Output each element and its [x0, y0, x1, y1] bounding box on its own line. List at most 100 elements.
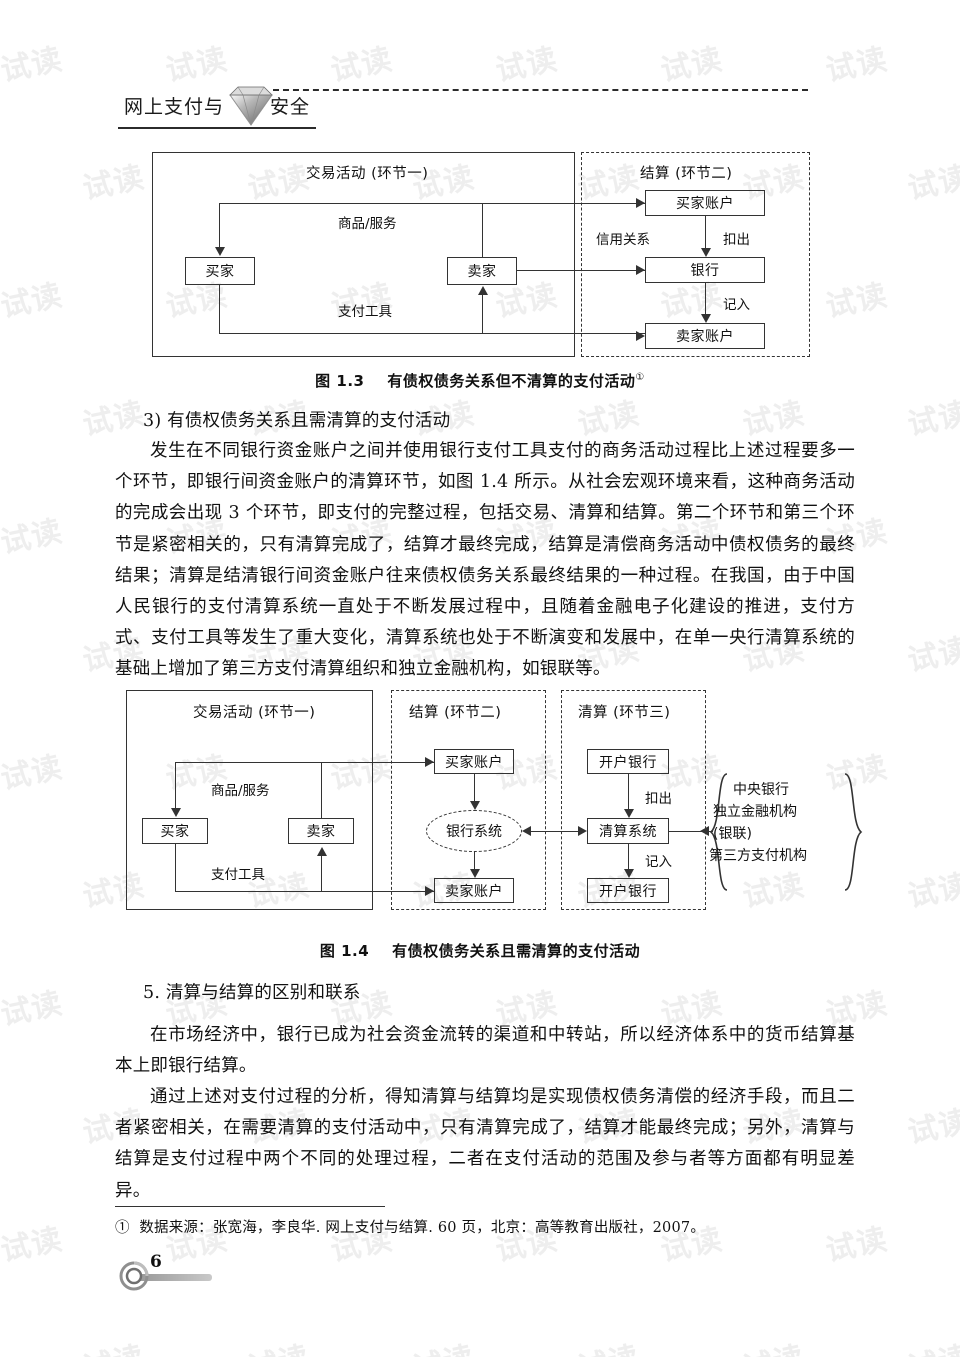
running-head-dashed-rule	[273, 89, 808, 91]
fig14-label-debit: 扣出	[645, 791, 672, 807]
fig14-node-bank-system: 银行系统	[426, 810, 522, 852]
fig14-arrow-goods-to-buyer	[171, 808, 181, 817]
fig13-caption-number: 图 1.3	[315, 372, 365, 390]
fig14-edge-pay-rail	[175, 891, 434, 892]
fig14-brace-line-4: 第三方支付机构	[709, 848, 807, 864]
fig13-settlement-label: 结算 (环节二)	[640, 166, 733, 182]
running-head-title-right: 安全	[270, 96, 311, 118]
fig14-edge-buyeracct-to-banksys	[474, 774, 475, 801]
running-head-title-left: 网上支付与	[124, 96, 225, 118]
footnote-separator	[115, 1206, 385, 1207]
diamond-icon	[226, 83, 276, 127]
footnote: ① 数据来源：张宽海，李良华. 网上支付与结算. 60 页，北京：高等教育出版社…	[115, 1216, 875, 1240]
fig13-label-credit: 信用关系	[596, 232, 650, 248]
fig14-edge-pay-buyer-down	[175, 844, 176, 891]
figure-1-3: 交易活动 (环节一) 结算 (环节二) 买家 卖家 买家账户 银行 卖家账户 商…	[0, 0, 960, 400]
footnote-marker: ①	[115, 1220, 130, 1236]
fig13-edge-pay-buyer-down	[219, 285, 220, 333]
fig14-brace-line-2: 独立金融机构	[713, 804, 797, 820]
fig13-edge-debit	[705, 216, 706, 248]
fig14-label-payment-tool: 支付工具	[211, 867, 265, 883]
fig14-arrow-to-buyer-account	[425, 757, 434, 767]
fig14-transaction-panel	[126, 690, 373, 910]
fig14-transaction-label: 交易活动 (环节一)	[193, 705, 316, 721]
subheading-3: 3) 有债权债务关系且需清算的支付活动	[143, 411, 451, 431]
fig13-edge-goods-rail	[219, 203, 645, 204]
fig14-caption: 图 1.4 有债权债务关系且需清算的支付活动	[0, 940, 960, 961]
fig14-settlement-label: 结算 (环节二)	[409, 705, 502, 721]
subheading-5: 5. 清算与结算的区别和联系	[143, 983, 361, 1003]
fig14-label-goods: 商品/服务	[211, 783, 270, 799]
fig13-label-credit-in: 记入	[723, 297, 750, 313]
fig14-caption-number: 图 1.4	[319, 942, 370, 960]
fig14-arrow-to-clearing	[578, 826, 587, 836]
fig13-arrow-pay-to-seller	[478, 286, 488, 295]
fig14-label-credit-in: 记入	[645, 854, 672, 870]
fig13-settlement-panel	[581, 152, 810, 357]
fig14-edge-clearing-to-brace	[669, 831, 713, 832]
fig13-label-payment-tool: 支付工具	[338, 304, 392, 320]
fig13-arrow-debit	[701, 248, 711, 257]
fig14-edge-banksys-to-selleracct	[474, 852, 475, 869]
paragraph-2: 在市场经济中，银行已成为社会资金流转的渠道和中转站，所以经济体系中的货币结算基本…	[115, 1025, 855, 1077]
fig14-brace-line-1: 中央银行	[733, 782, 789, 798]
fig13-caption-footnote-mark: ①	[635, 372, 645, 383]
fig13-edge-seller-to-bank	[517, 270, 645, 271]
fig14-edge-goods-rail	[175, 762, 434, 763]
fig13-caption-text: 有债权债务关系但不清算的支付活动	[387, 372, 636, 390]
fig13-caption: 图 1.3 有债权债务关系但不清算的支付活动①	[0, 370, 960, 391]
fig14-edge-debit	[628, 774, 629, 809]
fig14-edge-credit-in	[628, 844, 629, 869]
fig14-node-seller: 卖家	[288, 818, 354, 844]
fig14-clearing-label: 清算 (环节三)	[578, 705, 671, 721]
fig14-brace-left	[707, 772, 729, 896]
fig14-settlement-panel	[391, 690, 546, 910]
fig13-transaction-panel	[152, 152, 575, 357]
fig14-node-seller-account: 卖家账户	[434, 878, 514, 903]
fig14-node-opening-bank-top: 开户银行	[587, 749, 669, 774]
fig13-arrow-to-buyer-account	[636, 198, 645, 208]
fig14-arrow-to-seller-account	[425, 886, 434, 896]
fig13-node-seller-account: 卖家账户	[645, 323, 765, 349]
fig13-arrow-credit-in	[701, 314, 711, 323]
fig14-arrow-pay-to-seller	[317, 847, 327, 856]
folio: 6	[110, 1252, 250, 1292]
fig14-edge-goods-down	[175, 762, 176, 808]
fig14-arrow-buyeracct-to-banksys	[470, 801, 480, 810]
fig14-node-buyer-account: 买家账户	[434, 749, 514, 774]
fig13-label-goods: 商品/服务	[338, 216, 397, 232]
fig14-clearing-panel	[561, 690, 706, 910]
fig14-brace-line-3: (银联)	[713, 826, 752, 842]
fig13-node-bank: 银行	[645, 257, 765, 283]
fig13-label-debit: 扣出	[723, 232, 750, 248]
footnote-text: 数据来源：张宽海，李良华. 网上支付与结算. 60 页，北京：高等教育出版社，2…	[139, 1220, 706, 1236]
page-number: 6	[150, 1252, 162, 1272]
fig14-arrow-credit-in	[624, 869, 634, 878]
fig13-edge-credit-in	[705, 283, 706, 314]
fig14-arrow-banksys-to-selleracct	[470, 869, 480, 878]
fig14-caption-text: 有债权债务关系且需清算的支付活动	[392, 942, 641, 960]
fig13-arrow-goods-to-buyer	[215, 247, 225, 256]
paragraph-1: 发生在不同银行资金账户之间并使用银行支付工具支付的商务活动过程比上述过程要多一个…	[115, 441, 855, 680]
running-head-rule	[118, 127, 316, 129]
paragraph-3: 通过上述对支付过程的分析，得知清算与结算均是实现债权债务清偿的经济手段，而且二者…	[115, 1087, 855, 1201]
fig13-transaction-label: 交易活动 (环节一)	[306, 166, 429, 182]
folio-bar	[140, 1274, 212, 1281]
fig13-node-buyer: 买家	[185, 257, 255, 285]
figure-1-4: 交易活动 (环节一) 结算 (环节二) 清算 (环节三) 买家 卖家 买家账户 …	[0, 690, 960, 961]
fig14-edge-banksys-clearing	[531, 831, 578, 832]
fig14-arrow-to-banksys	[522, 826, 531, 836]
fig14-node-opening-bank-bottom: 开户银行	[587, 878, 669, 903]
fig13-arrow-seller-to-bank	[636, 265, 645, 275]
running-head: 网上支付与 安全	[118, 78, 818, 130]
fig14-edge-pay-seller-up	[321, 856, 322, 891]
fig14-brace-right	[843, 772, 865, 896]
fig13-edge-goods-seller-stub	[482, 203, 483, 257]
fig14-node-buyer: 买家	[142, 818, 208, 844]
fig14-arrow-brace-to-clearing	[700, 826, 709, 836]
fig13-edge-pay-rail	[219, 333, 645, 334]
fig14-arrow-debit	[624, 809, 634, 818]
fig13-node-buyer-account: 买家账户	[645, 190, 765, 216]
fig14-edge-goods-seller-stub	[321, 762, 322, 818]
